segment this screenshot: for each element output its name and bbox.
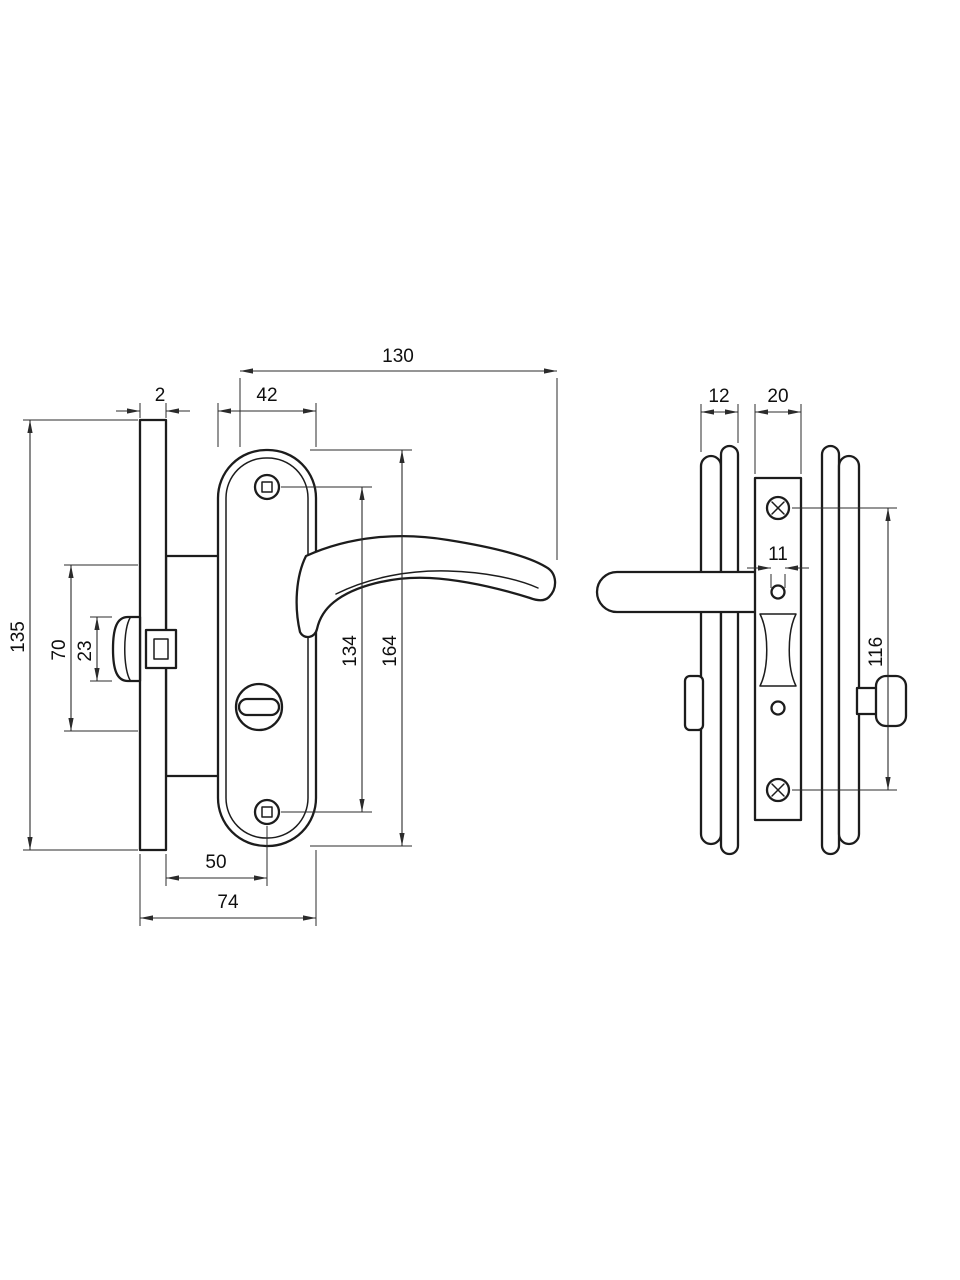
dim-case-height: 70 bbox=[49, 564, 138, 732]
dim-plate-thickness: 20 bbox=[754, 386, 802, 474]
dim-hole-diameter: 11 bbox=[747, 544, 809, 588]
dim-plate-width: 42 bbox=[217, 385, 317, 447]
screw-side-top bbox=[765, 495, 791, 521]
thumbturn-side-profile bbox=[683, 674, 705, 732]
dim-label-follower-height: 23 bbox=[75, 640, 96, 661]
rose-right-outer bbox=[837, 454, 861, 846]
spindle-notch bbox=[153, 638, 169, 660]
dim-label-hole-diameter: 11 bbox=[768, 544, 788, 565]
dim-label-case-height: 70 bbox=[49, 639, 70, 660]
dim-case-depth: 74 bbox=[139, 850, 317, 926]
spindle-block bbox=[144, 628, 178, 670]
dim-label-rose-stack-thickness: 12 bbox=[708, 386, 729, 407]
rose-left-outer bbox=[699, 454, 723, 846]
mounting-plate bbox=[753, 476, 803, 822]
side-view: 12 20 11 116 bbox=[595, 386, 908, 856]
front-view: 130 42 2 135 70 bbox=[8, 346, 558, 926]
follower-knob-detail bbox=[124, 617, 131, 681]
dim-label-faceplate-thickness: 2 bbox=[155, 385, 166, 406]
dim-overall-width: 130 bbox=[239, 346, 558, 560]
rose-left-inner bbox=[719, 444, 740, 856]
screw-bottom bbox=[253, 798, 281, 826]
dim-label-case-depth: 74 bbox=[217, 892, 239, 913]
dim-label-backset: 50 bbox=[205, 852, 226, 873]
dim-label-plate-thickness: 20 bbox=[767, 386, 788, 407]
dim-label-faceplate-height: 135 bbox=[8, 621, 29, 653]
thumbturn bbox=[234, 682, 284, 732]
lever-handle-detail bbox=[335, 570, 539, 595]
dim-screw-spacing-side: 116 bbox=[792, 507, 897, 791]
dim-screw-spacing-front: 134 bbox=[281, 486, 372, 813]
dim-backset: 50 bbox=[165, 826, 268, 886]
rose-right-inner bbox=[820, 444, 841, 856]
dim-label-plate-height: 164 bbox=[380, 635, 401, 667]
screw-top bbox=[253, 473, 281, 501]
lever-side-profile bbox=[595, 570, 759, 614]
dim-label-screw-spacing-side: 116 bbox=[866, 637, 887, 667]
spring-cassette bbox=[759, 613, 797, 687]
dim-follower-height: 23 bbox=[75, 616, 112, 682]
backplate-outer bbox=[216, 448, 318, 848]
lever-handle bbox=[295, 534, 557, 639]
dim-label-screw-spacing-front: 134 bbox=[340, 635, 361, 667]
spindle-hole-top bbox=[770, 584, 786, 600]
dim-plate-height: 164 bbox=[310, 449, 412, 847]
dim-label-overall-width: 130 bbox=[382, 346, 414, 367]
dim-faceplate-thickness: 2 bbox=[116, 385, 190, 418]
knob-side-profile bbox=[874, 674, 908, 728]
follower-knob bbox=[111, 615, 142, 683]
dim-rose-stack-thickness: 12 bbox=[700, 386, 739, 452]
dim-label-plate-width: 42 bbox=[256, 385, 277, 406]
spindle-hole-bottom bbox=[770, 700, 786, 716]
screw-side-bottom bbox=[765, 777, 791, 803]
dim-faceplate-height: 135 bbox=[8, 419, 138, 851]
